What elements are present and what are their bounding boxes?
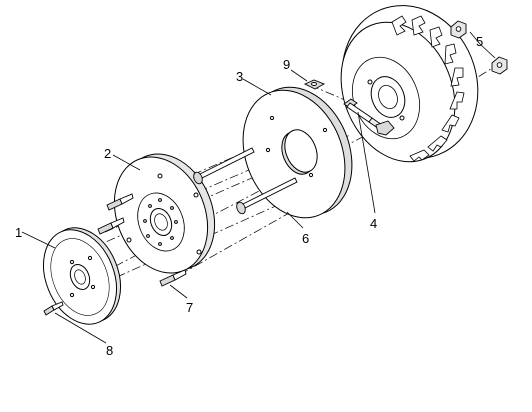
leader-line-1 <box>21 231 56 249</box>
leader-line-8 <box>54 312 107 344</box>
leader-line-5a <box>469 31 481 45</box>
part-7-cap-screws <box>97 193 187 287</box>
leader-line-2 <box>112 154 141 171</box>
leader-line-4 <box>357 111 376 214</box>
callout-4: 4 <box>370 216 377 231</box>
part-3-spacer-plate <box>242 86 353 219</box>
part-1-hub-plate <box>43 227 121 325</box>
part-4-stud-bolt <box>343 98 395 136</box>
callout-2: 2 <box>104 146 111 161</box>
part-9-washer <box>303 79 326 90</box>
callout-3: 3 <box>236 69 243 84</box>
leader-line-6 <box>286 211 304 229</box>
callout-6: 6 <box>302 231 309 246</box>
callout-5: 5 <box>476 34 483 49</box>
leader-line-3 <box>242 78 272 96</box>
part-8-small-screw <box>43 301 64 316</box>
callout-labels: 1 2 3 4 5 6 7 8 9 <box>15 34 483 358</box>
part-5-nuts <box>450 20 508 75</box>
callout-8: 8 <box>106 343 113 358</box>
part-6-long-bolts <box>193 147 298 215</box>
callout-1: 1 <box>15 225 22 240</box>
tire-tread <box>391 15 465 162</box>
callout-9: 9 <box>283 57 290 72</box>
leader-line-7 <box>169 284 188 299</box>
part-2-flange-disc <box>113 153 216 274</box>
leader-line-9 <box>290 69 308 82</box>
tire-wheel <box>340 5 479 163</box>
leader-lines <box>21 31 496 344</box>
callout-7: 7 <box>186 300 193 315</box>
leader-line-5b <box>479 43 496 59</box>
